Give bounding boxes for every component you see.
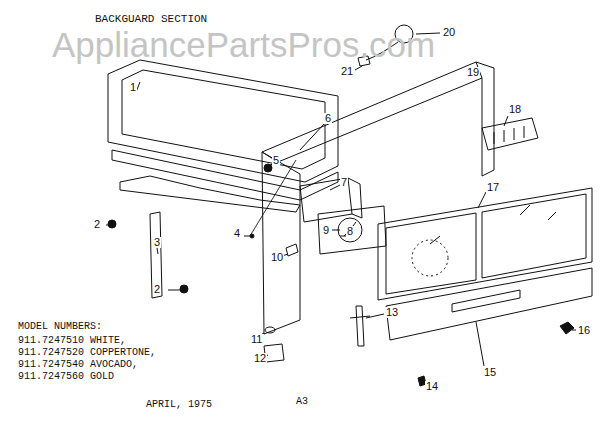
callout-number: 9: [322, 225, 330, 236]
page-code: A3: [296, 397, 308, 407]
callout-number: 18: [508, 104, 522, 115]
callout-number: 16: [577, 325, 591, 336]
glass-windows: [386, 194, 586, 294]
plate-marks: [494, 126, 524, 144]
clock-housing: [300, 178, 352, 222]
callout-number: 3: [153, 237, 161, 248]
flange-lower: [120, 176, 300, 212]
callout-number: 7: [340, 177, 348, 188]
clock-face: [318, 206, 386, 254]
model-number: 911.7247560 GOLD: [18, 372, 114, 382]
callout-number: 6: [324, 113, 332, 124]
strip: [150, 212, 162, 298]
screw: [180, 285, 188, 293]
callout-number: 19: [466, 67, 480, 78]
washer: [265, 327, 275, 333]
callout-number: 21: [340, 66, 354, 77]
screw: [264, 164, 272, 172]
watermark: AppliancePartsPros.com: [52, 27, 435, 62]
callout-number: 10: [270, 252, 284, 263]
callout-number: 4: [233, 228, 241, 239]
callout-number: 14: [425, 381, 439, 392]
callout-number: 2: [153, 284, 161, 295]
clock-dial: [338, 218, 362, 242]
callout-number: 5: [272, 155, 280, 166]
callout-number: 12: [253, 353, 267, 364]
bar: [350, 306, 370, 346]
glass-glare: [430, 205, 556, 244]
section-title: BACKGUARD SECTION: [95, 14, 207, 25]
frame-window: [122, 70, 325, 169]
callout-number: 11: [250, 334, 263, 345]
trim-grille: [452, 290, 520, 312]
model-heading: MODEL NUMBERS:: [18, 322, 102, 332]
date-note: APRIL, 1975: [146, 400, 212, 410]
screw: [108, 220, 116, 228]
trim-strip: [386, 268, 592, 340]
backguard: [262, 62, 494, 176]
clock-housing-side: [348, 178, 362, 218]
model-number: 911.7247520 COPPERTONE,: [18, 348, 156, 358]
plate: [482, 118, 538, 150]
glass-panel: [378, 188, 592, 300]
dial-marks: [412, 240, 448, 276]
callout-number: 2: [93, 219, 101, 230]
model-number: 911.7247510 WHITE,: [18, 336, 126, 346]
callout-number: 17: [486, 182, 500, 193]
nut: [560, 322, 574, 334]
callout-number: 1: [129, 82, 137, 93]
callout-number: 15: [483, 367, 497, 378]
model-number: 911.7247540 AVOCADO,: [18, 360, 138, 370]
side-panel: [262, 152, 300, 334]
callout-number: 13: [385, 307, 399, 318]
clock-hands: [344, 222, 356, 236]
frame-panel: [108, 60, 338, 182]
callout-number: 8: [346, 226, 354, 237]
leader-lines: [106, 33, 576, 381]
callout-number: 20: [442, 27, 456, 38]
